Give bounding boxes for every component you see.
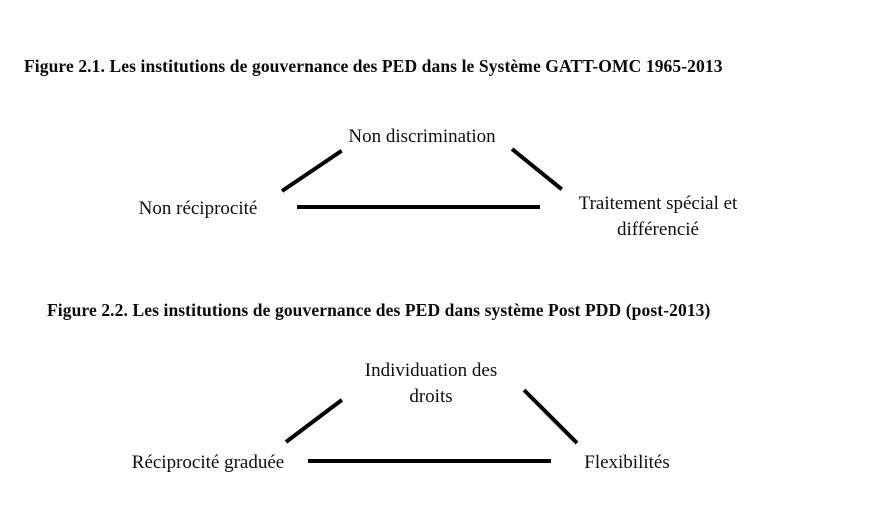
figure-2-1-edge-top-to-right [510,147,563,191]
figure-2-1-node-left: Non réciprocité [138,198,258,219]
figure-2-2-node-top: Individuation des droits [364,360,498,407]
figure-2-1-node-right: Traitement spécial et différencié [578,193,738,240]
figure-2-2-title: Figure 2.2. Les institutions de gouverna… [47,300,711,320]
figure-2-2-edge-top-to-right [522,388,579,445]
figure-2-2-edge-left-to-right [308,459,551,463]
figure-2-2-node-right: Flexibilités [584,452,670,473]
figure-2-1-edge-left-to-top [280,149,343,193]
figure-2-1-node-top: Non discrimination [348,126,496,147]
figure-2-1-edge-left-to-right [297,205,540,209]
figure-2-1-title: Figure 2.1. Les institutions de gouverna… [24,56,723,76]
figure-2-2-edge-left-to-top [284,398,344,444]
figure-2-2-node-left: Réciprocité graduée [131,452,285,473]
